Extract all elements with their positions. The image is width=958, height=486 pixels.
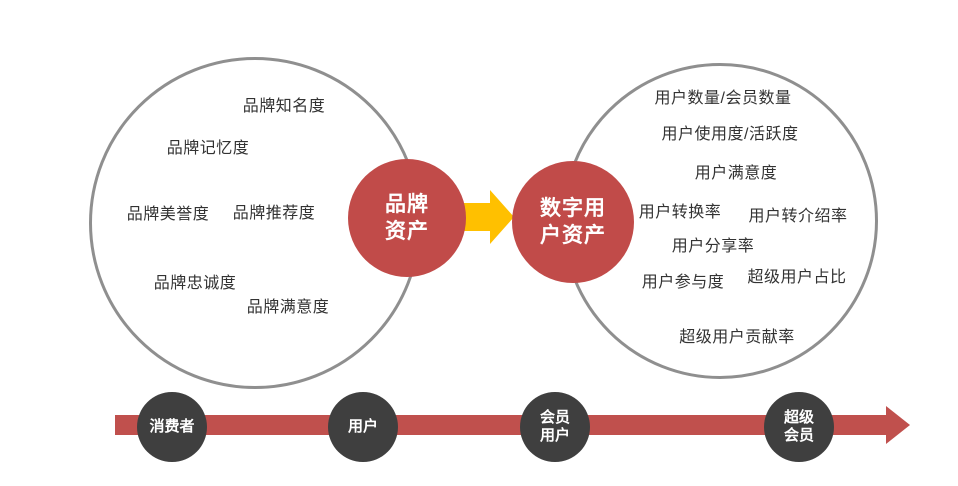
timeline-stage-user: 用户 (328, 392, 398, 462)
user-metric-satisfaction: 用户满意度 (694, 165, 778, 182)
brand-metric-loyalty: 品牌忠诚度 (153, 275, 237, 292)
brand-asset-hub: 品牌 资产 (348, 159, 466, 277)
user-metric-activity: 用户使用度/活跃度 (661, 126, 799, 143)
timeline-stage-super-member: 超级 会员 (764, 392, 834, 462)
brand-metric-satisfaction: 品牌满意度 (246, 299, 330, 316)
user-metric-engagement: 用户参与度 (641, 274, 725, 291)
user-metric-count: 用户数量/会员数量 (654, 90, 792, 107)
timeline-stage-consumer: 消费者 (137, 392, 207, 462)
user-metric-share: 用户分享率 (671, 238, 755, 255)
brand-metric-reputation: 品牌美誉度 (126, 206, 210, 223)
user-metric-superuser-ratio: 超级用户占比 (747, 269, 847, 286)
user-metric-superuser-contribution: 超级用户贡献率 (679, 329, 795, 346)
timeline-bar (115, 415, 887, 435)
digital-user-asset-hub: 数字用 户资产 (512, 161, 634, 283)
timeline-arrowhead-icon (886, 406, 910, 444)
timeline-stage-member-user: 会员 用户 (520, 392, 590, 462)
user-metric-referral: 用户转介绍率 (748, 208, 848, 225)
brand-metric-awareness: 品牌知名度 (242, 98, 326, 115)
transform-arrow-icon (464, 190, 514, 244)
user-metric-conversion: 用户转换率 (638, 204, 722, 221)
brand-metric-recommendation: 品牌推荐度 (232, 205, 316, 222)
brand-metric-memory: 品牌记忆度 (166, 140, 250, 157)
